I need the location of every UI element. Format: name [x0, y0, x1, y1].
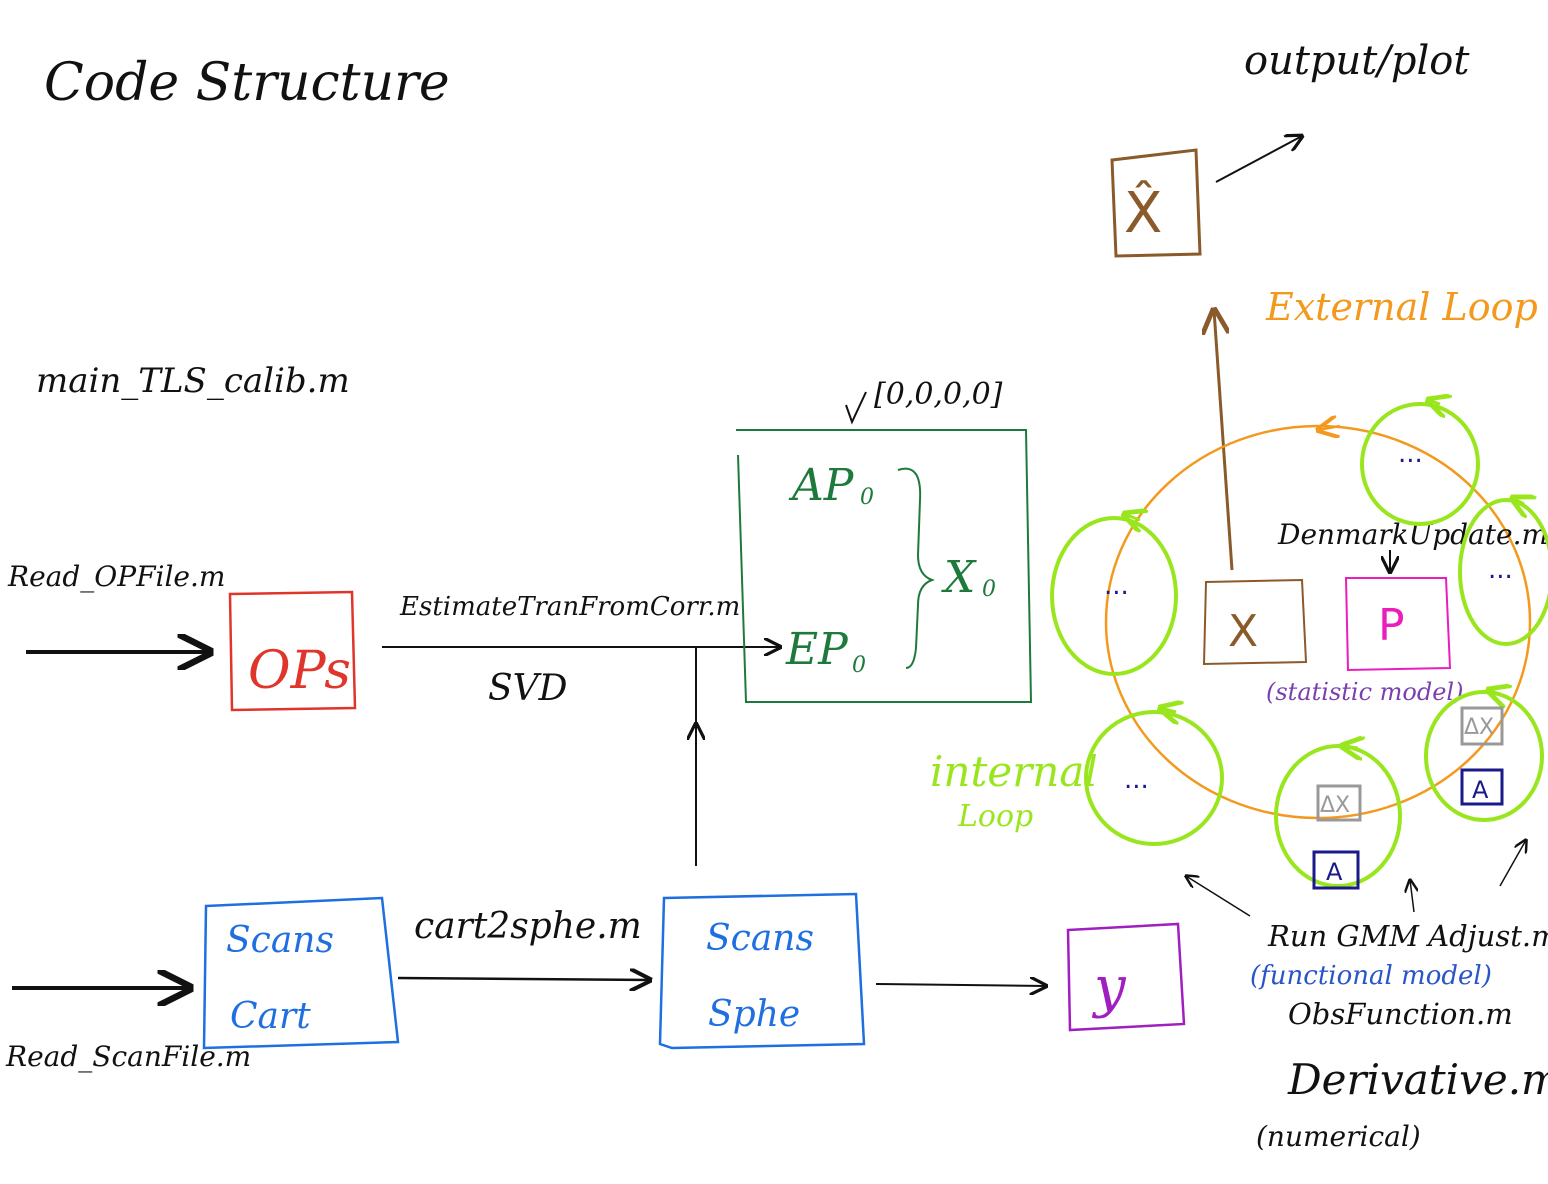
internal-loop-label-line1: internal	[930, 747, 1098, 796]
xhat-to-output-arrow	[1215, 136, 1302, 183]
page-title: Code Structure	[44, 53, 450, 113]
internal-loop-dx-6: ΔX	[1464, 715, 1494, 740]
derivative-label: Derivative.m	[1287, 1055, 1548, 1104]
cart-to-sphe-arrow	[397, 978, 650, 980]
external-loop-arrowhead	[1318, 426, 1341, 430]
internal-loop-4: ...	[1084, 708, 1224, 846]
run-gmm-pointer-mid	[1410, 880, 1414, 913]
x-box	[1202, 578, 1308, 666]
run-gmm-label: Run GMM Adjust.m	[1267, 919, 1548, 953]
xhat-box	[1110, 148, 1202, 258]
internal-loop-a-box-6	[1460, 768, 1504, 806]
internal-loop-2: ...	[1360, 400, 1480, 526]
internal-loop-a-6: A	[1472, 776, 1489, 804]
scans-cart-line1: Scans	[226, 920, 334, 961]
ops-label: OPs	[248, 641, 351, 701]
internal-loop-arrowhead-1	[1124, 514, 1140, 520]
external-loop-label: External Loop	[1265, 285, 1538, 329]
internal-loop-dx-box-5	[1316, 784, 1362, 822]
internal-loop-ellipsis-3: ...	[1488, 555, 1513, 585]
params-box	[736, 429, 1033, 703]
internal-loop-6: ΔX A	[1424, 690, 1544, 822]
params-init-note: [0,0,0,0]	[874, 377, 1003, 412]
internal-loop-ellipsis-4: ...	[1124, 765, 1149, 795]
internal-loop-dx-box-6	[1460, 706, 1504, 746]
run-gmm-pointer-left	[1186, 876, 1251, 917]
params-brace	[897, 467, 935, 669]
sphe-to-y-arrow	[875, 984, 1046, 986]
x0-subscript: 0	[982, 577, 996, 602]
y-label: y	[1091, 955, 1127, 1020]
derivative-note: (numerical)	[1256, 1120, 1421, 1153]
external-loop-circle	[1104, 424, 1532, 820]
scans-cart-box	[202, 896, 400, 1050]
internal-loop-ellipsis-1: ...	[1104, 571, 1129, 601]
x-label: X	[1228, 606, 1258, 657]
xhat-label: X̂	[1124, 181, 1162, 246]
ap0-label: AP	[788, 460, 855, 511]
x0-label: X	[941, 552, 977, 603]
ep0-subscript: 0	[852, 653, 866, 678]
output-plot-label: output/plot	[1244, 38, 1470, 84]
obs-function-label: ObsFunction.m	[1288, 997, 1513, 1031]
internal-loop-circle-5	[1274, 744, 1402, 888]
internal-loop-dx-5: ΔX	[1320, 793, 1350, 818]
internal-loop-a-box-5	[1312, 850, 1360, 890]
internal-loop-3: ...	[1458, 498, 1548, 646]
func-model-label: (functional model)	[1250, 961, 1492, 991]
internal-loop-arrowhead-3	[1512, 498, 1524, 504]
internal-loop-arrowhead-5	[1342, 746, 1358, 748]
main-script-label: main_TLS_calib.m	[36, 361, 350, 401]
y-box	[1066, 922, 1186, 1032]
scans-sphe-box	[658, 892, 866, 1050]
p-box	[1344, 577, 1452, 672]
internal-loop-ellipsis-2: ...	[1398, 439, 1423, 469]
internal-loop-label-line2: Loop	[957, 799, 1033, 834]
internal-loop-circle-1	[1050, 516, 1178, 676]
internal-loop-arrowhead-6	[1488, 690, 1500, 694]
internal-loop-1: ...	[1050, 514, 1178, 676]
p-label: P	[1378, 600, 1405, 651]
read-opfile-label: Read_OPFile.m	[7, 560, 225, 593]
scans-sphe-line2: Sphe	[708, 994, 800, 1035]
ap0-subscript: 0	[860, 485, 874, 510]
init-note-check	[845, 391, 867, 425]
stat-model-label: (statistic model)	[1266, 678, 1463, 706]
scans-sphe-line1: Scans	[706, 918, 814, 959]
read-scanfile-label: Read_ScanFile.m	[5, 1040, 251, 1073]
internal-loop-arrowhead-4	[1160, 708, 1176, 712]
internal-loop-arrowhead-2	[1428, 400, 1440, 404]
cart2sphe-label: cart2sphe.m	[414, 906, 642, 947]
estimate-tran-label: EstimateTranFromCorr.m	[399, 592, 740, 622]
internal-loop-5: ΔX A	[1274, 744, 1402, 890]
svd-label: SVD	[488, 668, 568, 709]
internal-loop-a-5: A	[1326, 858, 1343, 886]
ep0-label: EP	[785, 624, 849, 675]
internal-loop-circle-4	[1084, 710, 1224, 846]
internal-loop-circle-2	[1360, 402, 1480, 526]
scans-cart-line2: Cart	[230, 996, 311, 1037]
ops-box	[228, 590, 357, 712]
x-to-xhat-arrow	[1214, 310, 1234, 571]
run-gmm-pointer-right	[1499, 840, 1526, 887]
